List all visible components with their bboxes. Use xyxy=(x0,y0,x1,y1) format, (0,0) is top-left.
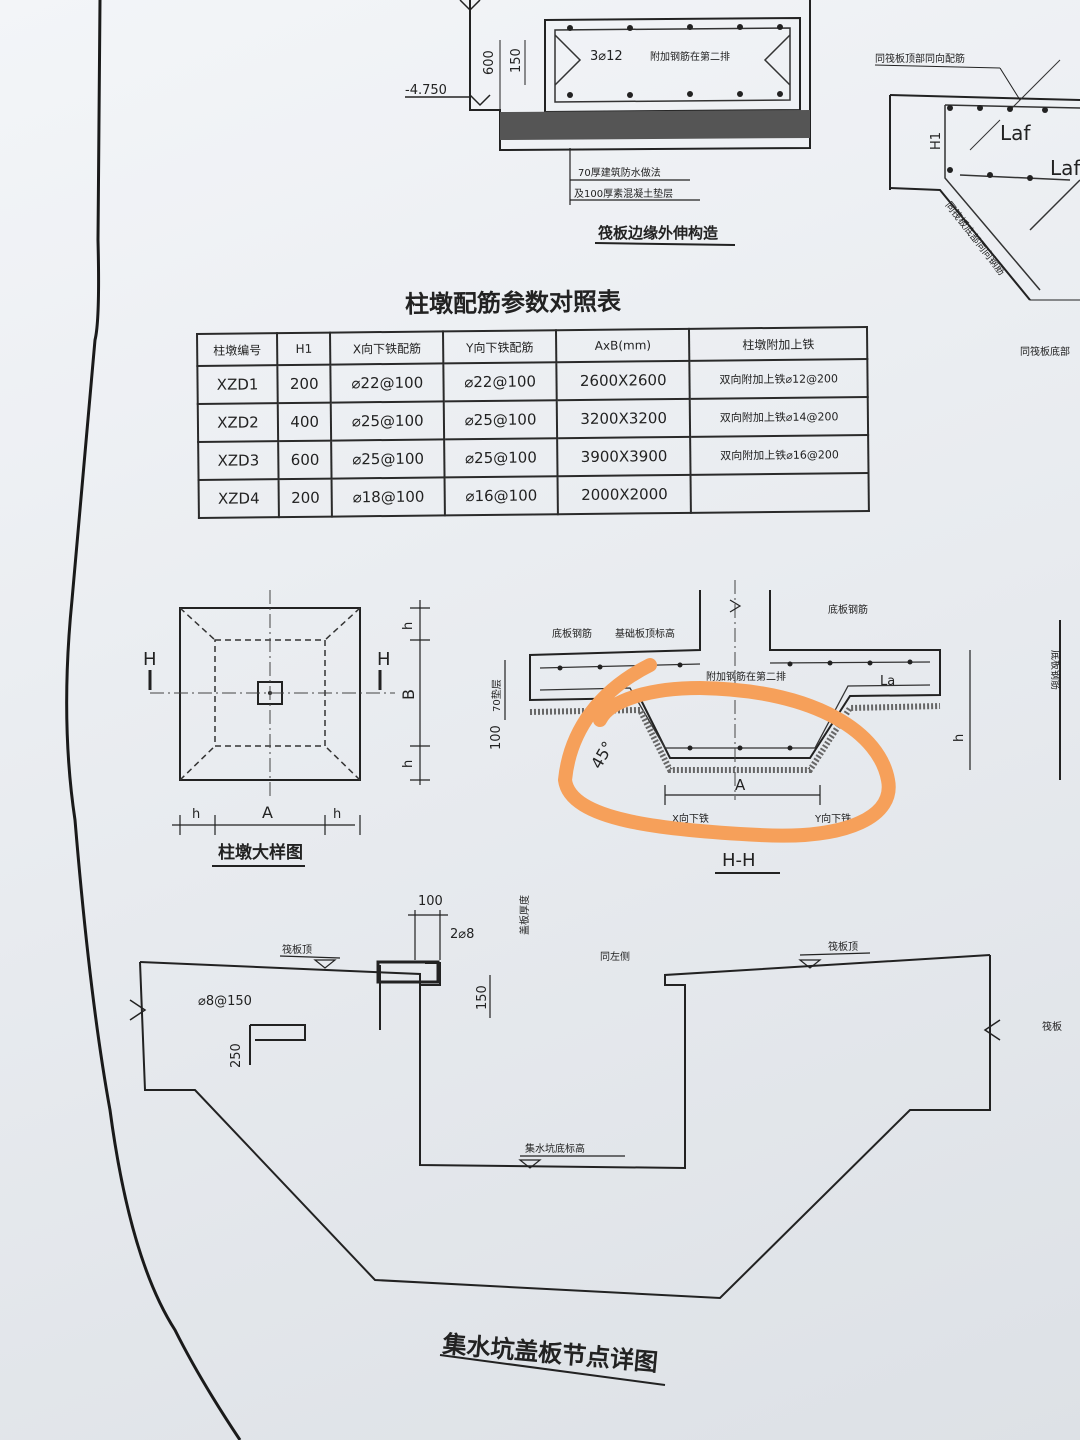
table-cell: ⌀18@100 xyxy=(331,477,446,517)
table-cell: 600 xyxy=(278,440,332,480)
laf-label-1: Laf xyxy=(1000,121,1031,145)
top-right-note-2: 同筏板底部同向钢筋 xyxy=(943,199,1009,278)
table-cell: 3200X3200 xyxy=(556,398,691,439)
header-cell: H1 xyxy=(277,332,331,366)
top-detail-title: 筏板边缘外伸构造 xyxy=(598,224,718,242)
table-cell: 200 xyxy=(277,364,332,404)
table-cell: 2600X2600 xyxy=(556,360,691,401)
laf-label-2: Laf xyxy=(1050,156,1080,180)
table-cell: ⌀22@100 xyxy=(443,362,557,402)
table-title: 柱墩配筋参数对照表 xyxy=(404,287,622,319)
header-cell: X向下铁配筋 xyxy=(330,331,444,365)
top-right-note-1: 同筏板顶部同向配筋 xyxy=(875,52,965,65)
elevation-label: -4.750 xyxy=(405,83,447,98)
table-cell: XZD2 xyxy=(197,403,279,442)
concrete-note: 及100厚素混凝土垫层 xyxy=(574,187,673,200)
header-cell: 柱墩附加上铁 xyxy=(689,326,868,361)
table-cell: ⌀25@100 xyxy=(331,439,445,479)
table-cell: ⌀25@100 xyxy=(443,400,558,440)
dim-150: 150 xyxy=(509,48,524,73)
waterproof-note: 70厚建筑防水做法 xyxy=(578,166,661,179)
table-cell: XZD4 xyxy=(198,479,280,518)
table-cell: XZD1 xyxy=(197,365,278,404)
header-cell: Y向下铁配筋 xyxy=(443,330,557,364)
header-cell: AxB(mm) xyxy=(556,328,690,363)
table-cell: 3900X3900 xyxy=(557,436,691,477)
table-cell: 双向附加上铁⌀12@200 xyxy=(689,358,868,399)
pier-reinforcement-table: 柱墩编号 H1 X向下铁配筋 Y向下铁配筋 AxB(mm) 柱墩附加上铁 XZD… xyxy=(196,326,870,519)
dim-600: 600 xyxy=(482,50,497,75)
top-right-detail xyxy=(874,59,1080,301)
table-cell: ⌀25@100 xyxy=(331,401,445,441)
table-row: XZD4 200 ⌀18@100 ⌀16@100 2000X2000 xyxy=(198,472,869,518)
table-cell: 200 xyxy=(278,478,333,518)
table-cell: XZD3 xyxy=(198,441,279,480)
h1-label: H1 xyxy=(929,132,944,150)
rebar-label: 3⌀12 xyxy=(590,49,623,64)
table-cell: 双向附加上铁⌀14@200 xyxy=(690,396,869,437)
table-cell: ⌀22@100 xyxy=(330,363,444,403)
table-cell: 400 xyxy=(277,402,332,442)
header-cell: 柱墩编号 xyxy=(197,333,278,366)
sheet-frame-line xyxy=(65,0,242,1440)
raft-edge-detail xyxy=(405,0,811,246)
add-rebar-note: 附加钢筋在第二排 xyxy=(650,50,730,63)
table-cell: 2000X2000 xyxy=(557,474,692,515)
table-cell: ⌀16@100 xyxy=(444,476,558,516)
top-right-note-3: 同筏板底部 xyxy=(1020,345,1070,358)
table-cell xyxy=(690,472,869,513)
table-cell: 双向附加上铁⌀16@200 xyxy=(690,434,869,475)
table-cell: ⌀25@100 xyxy=(444,438,558,478)
